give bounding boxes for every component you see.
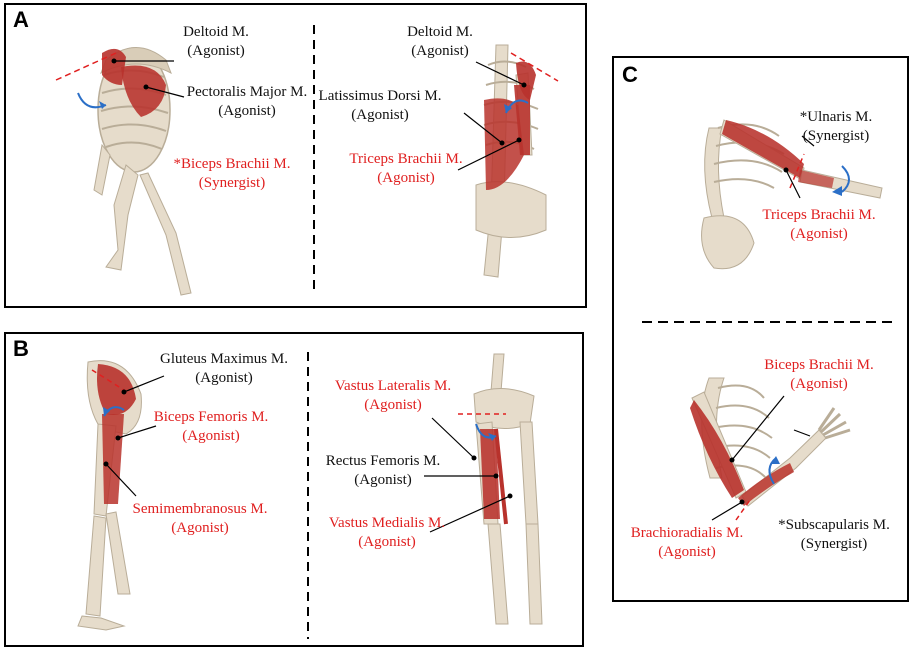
knee-extension-skeleton [473,353,543,625]
panel-b: B [4,332,584,647]
label-triceps-brachii-a: Triceps Brachii M.(Agonist) [349,151,463,186]
label-deltoid-right: Deltoid M.(Agonist) [407,24,473,59]
panel-c-illustration [642,119,896,521]
elbow-flexion-skeleton [690,377,851,507]
label-vastus-medialis: Vastus Medialis M.(Agonist) [328,515,446,550]
label-gluteus-maximus: Gluteus Maximus M.(Agonist) [160,351,288,386]
label-deltoid-left: Deltoid M.(Agonist) [183,24,249,59]
label-pectoralis-major: Pectoralis Major M.(Agonist) [186,84,308,119]
rotation-arrow-icon [841,165,850,193]
panel-a: A [4,3,587,308]
panel-b-illustration [77,352,543,639]
label-brachioradialis: Brachioradialis M.(Agonist) [630,525,744,560]
label-rectus-femoris: Rectus Femoris M.(Agonist) [325,453,441,488]
shoulder-flexion-skeleton [93,47,192,296]
label-biceps-brachii-agonist: Biceps Brachii M.(Agonist) [764,357,874,392]
axis-line-red [55,52,117,81]
hip-extension-skeleton [77,360,142,631]
shoulder-extension-skeleton [475,44,547,278]
label-biceps-femoris: Biceps Femoris M.(Agonist) [153,409,269,444]
panel-b-letter: B [13,336,29,361]
label-latissimus-dorsi: Latissimus Dorsi M.(Agonist) [318,88,442,123]
panel-a-letter: A [13,7,29,32]
label-vastus-lateralis: Vastus Lateralis M.(Agonist) [334,378,452,413]
panel-c: C [612,56,909,602]
label-semimembranosus: Semimembranosus M.(Agonist) [132,501,268,536]
panel-c-letter: C [622,62,638,87]
panel-a-illustration [55,25,559,296]
label-ulnaris-synergist: *Ulnaris M.(Synergist) [799,109,873,144]
label-subscapularis-synergist: *Subscapularis M.(Synergist) [778,517,890,552]
label-biceps-brachii-synergist: *Biceps Brachii M.(Synergist) [173,156,291,191]
label-triceps-brachii-c: Triceps Brachii M.(Agonist) [762,207,876,242]
elbow-extension-skeleton [701,119,883,270]
